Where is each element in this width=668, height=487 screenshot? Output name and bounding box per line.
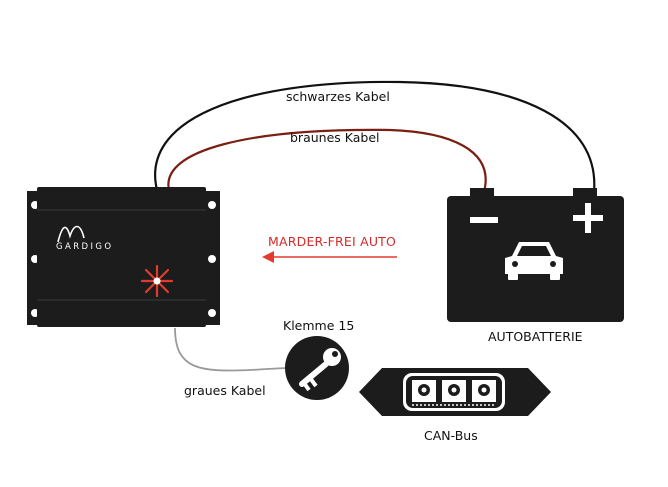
car-battery-label: AUTOBATTERIE	[488, 329, 583, 344]
car-battery	[447, 188, 624, 322]
minus-icon	[470, 217, 498, 223]
grey-cable-label: graues Kabel	[184, 383, 266, 398]
can-bus-connector	[359, 368, 551, 416]
gardigo-device	[27, 187, 220, 327]
device-brand-text: GARDIGO	[56, 242, 114, 252]
black-cable	[154, 80, 596, 193]
plus-icon	[573, 203, 603, 233]
black-cable-label: schwarzes Kabel	[286, 89, 390, 104]
brown-cable-label: braunes Kabel	[290, 130, 380, 145]
marder-free-arrow	[262, 251, 397, 263]
gardigo-logo-icon	[57, 225, 85, 243]
grey-cable	[174, 327, 291, 372]
marder-free-label: MARDER-FREI AUTO	[268, 234, 397, 249]
ignition-key-icon	[285, 336, 349, 400]
car-icon	[505, 242, 563, 280]
terminal-label: Klemme 15	[283, 318, 355, 333]
brown-cable	[167, 128, 487, 193]
can-bus-label: CAN-Bus	[424, 428, 478, 443]
